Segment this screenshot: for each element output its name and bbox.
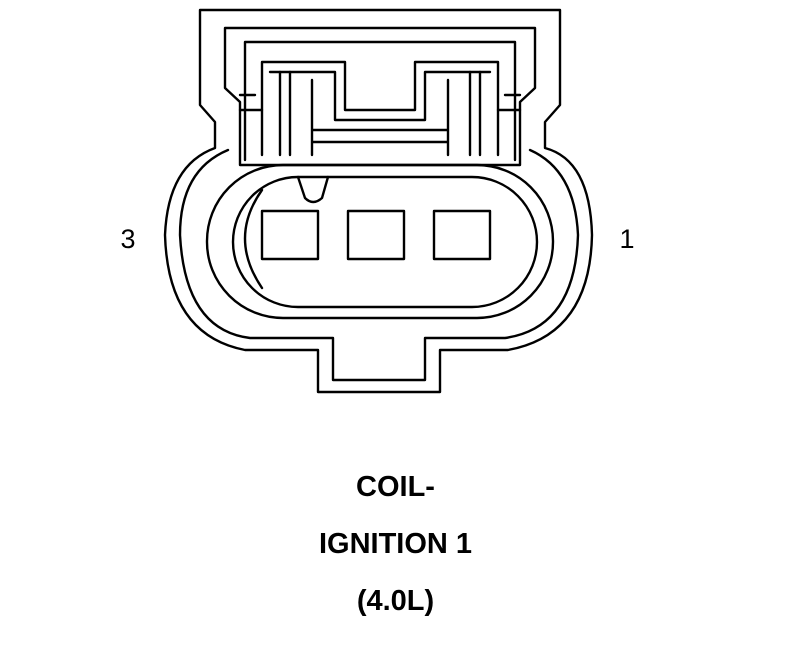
lock-slot-inner xyxy=(243,40,517,162)
connector-outer-contour xyxy=(178,148,580,382)
mating-face-outer xyxy=(205,163,555,320)
mating-face-left-arc xyxy=(243,188,264,290)
locking-tab-ribs xyxy=(278,70,482,157)
pin-label-left: 3 xyxy=(120,224,135,254)
caption-line-3: (4.0L) xyxy=(356,585,435,617)
locking-tab xyxy=(260,60,500,157)
lock-slot-outer xyxy=(223,26,537,167)
connector-outer-body xyxy=(163,8,594,394)
caption-line-1: COIL- xyxy=(356,471,435,503)
caption-line-2: IGNITION 1 xyxy=(318,528,473,560)
terminal-cavity-2 xyxy=(346,209,406,261)
pin-label-right: 1 xyxy=(619,224,634,254)
mating-face-inner xyxy=(231,175,539,309)
latch-side-steps xyxy=(238,93,522,112)
terminal-cavity-1 xyxy=(432,209,492,261)
polarity-notch xyxy=(296,175,330,204)
terminal-cavity-3 xyxy=(260,209,320,261)
